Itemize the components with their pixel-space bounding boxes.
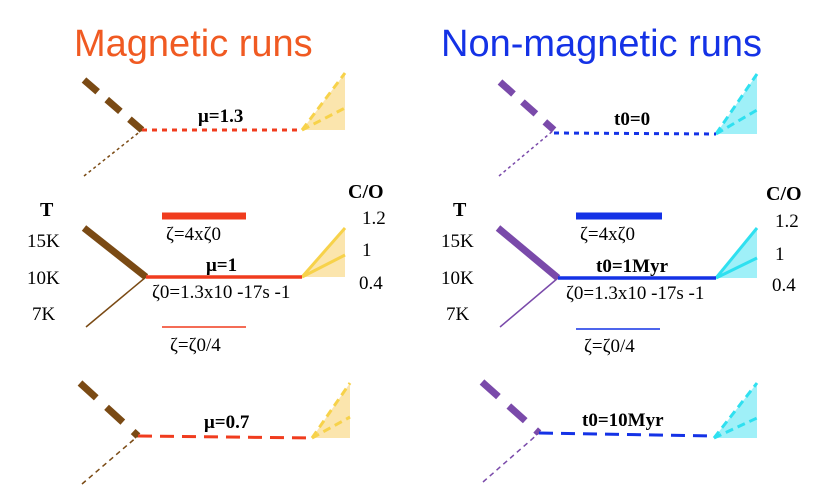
temp-branch-high [81,77,145,133]
magnetic-bot-branch: μ=0.7 [77,380,352,485]
co-axis-label: C/O [766,183,802,205]
t-value-low: 7K [446,304,470,325]
zeta-base-label: ζ0=1.3x10 -17s -1 [566,283,704,304]
magnetic-mid-branch: ζ=4xζ0 μ=1 ζ0=1.3x10 -17s -1 ζ=ζ0/4 T 15… [27,181,386,356]
co-fan-top [716,74,757,134]
mu-line-bot [137,434,313,440]
temp-branch-low [85,276,147,328]
t0-top-label: t0=0 [614,109,650,130]
nonmagnetic-top-branch: t0=0 [497,73,759,177]
t-value-high: 15K [441,231,474,252]
zeta-high-label: ζ=4xζ0 [580,224,635,245]
co-axis-label: C/O [348,181,384,203]
magnetic-top-branch: μ=1.3 [81,72,347,177]
t-axis-label: T [40,199,54,221]
nonmagnetic-panel: Non-magnetic runs t0=0 ζ=4xζ0 t0=1Myr ζ0… [441,23,802,483]
co-fan-top [302,73,345,130]
mu-bot-label: μ=0.7 [204,412,250,433]
temp-branch-high [81,225,149,280]
temp-branch-low [83,129,143,177]
co-value-low: 0.4 [359,273,383,294]
t0-mid-label: t0=1Myr [596,256,669,277]
t0-bot-label: t0=10Myr [582,410,664,431]
nonmagnetic-mid-branch: ζ=4xζ0 t0=1Myr ζ0=1.3x10 -17s -1 ζ=ζ0/4 … [441,183,802,357]
co-value-high: 1.2 [362,208,386,229]
temp-branch-high [77,380,141,439]
zeta-low-label: ζ=ζ0/4 [584,336,635,357]
temp-branch-low [482,432,540,483]
magnetic-title: Magnetic runs [74,23,313,65]
t-value-mid: 10K [27,268,60,289]
t0-line-top [553,131,717,136]
temp-branch-low [498,129,555,177]
co-value-low: 0.4 [772,275,796,296]
t-value-low: 7K [32,304,56,325]
temp-branch-high [479,379,542,436]
t-value-high: 15K [27,231,60,252]
t-value-mid: 10K [441,268,474,289]
t-axis-label: T [453,199,467,221]
mu-mid-label: μ=1 [206,255,237,276]
temp-branch-low [499,277,559,328]
co-value-mid: 1 [775,244,785,265]
temp-branch-low [81,435,139,485]
t0-line-bot [538,431,715,438]
co-value-mid: 1 [362,240,372,261]
zeta-low-label: ζ=ζ0/4 [170,335,221,356]
co-value-high: 1.2 [775,211,799,232]
nonmagnetic-title: Non-magnetic runs [441,23,762,65]
zeta-base-label: ζ0=1.3x10 -17s -1 [152,282,290,303]
magnetic-panel: Magnetic runs μ=1.3 ζ=4xζ0 μ=1 ζ0=1.3x10… [27,23,386,485]
temp-branch-high [497,79,557,133]
nonmagnetic-bot-branch: t0=10Myr [479,379,759,483]
zeta-high-label: ζ=4xζ0 [166,224,221,245]
temp-branch-high [495,225,561,281]
mu-top-label: μ=1.3 [198,106,243,127]
